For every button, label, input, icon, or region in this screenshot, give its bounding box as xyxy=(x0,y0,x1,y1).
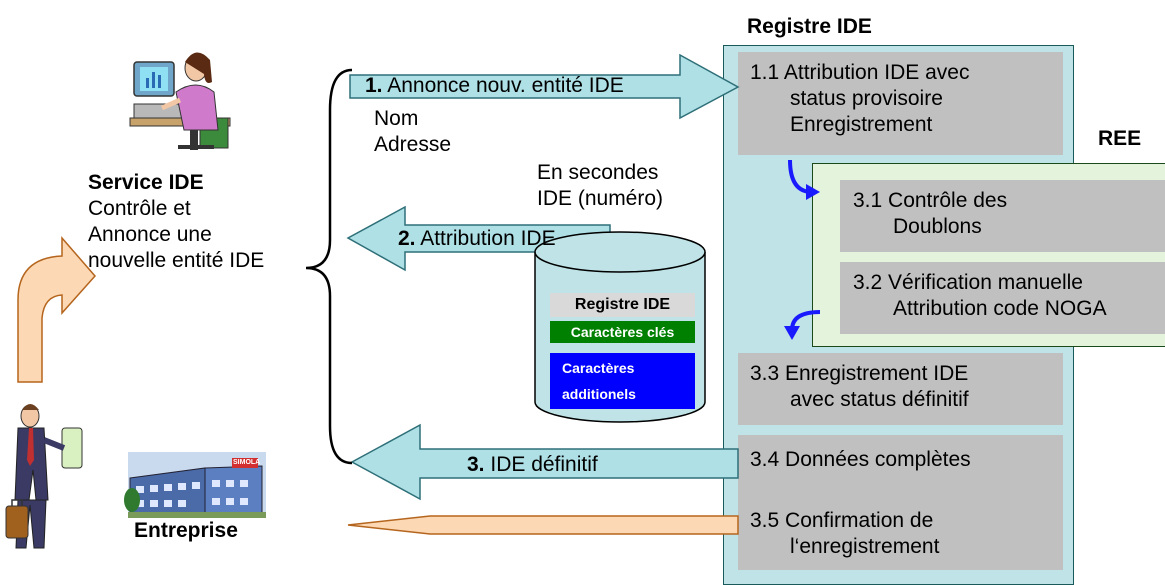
database-additionels-line: Caractères xyxy=(562,360,635,376)
box-3-2-line: Attribution code NOGA xyxy=(893,297,1107,320)
box-3-2: 3.2 Vérification manuelle Attribution co… xyxy=(840,262,1165,334)
database-additionels-line: additionels xyxy=(562,386,636,402)
blue-connector-1-head xyxy=(806,184,820,200)
box-1-1-line: 1.1 Attribution IDE avec xyxy=(750,61,970,84)
curly-brace xyxy=(305,68,353,465)
box-3-3-line: 3.3 Enregistrement IDE xyxy=(750,362,969,385)
arrow-2-text: Attribution IDE xyxy=(420,227,556,250)
entreprise-label: Entreprise xyxy=(134,519,238,542)
box-3-4-3-5: 3.4 Données complètes 3.5 Confirmation d… xyxy=(738,435,1063,570)
building-icon xyxy=(124,452,266,518)
arrow-1-sub-line: Nom xyxy=(374,107,419,130)
arrow-1-shape xyxy=(349,53,740,120)
box-3-3-line: avec status définitif xyxy=(790,388,969,411)
box-3-2-line: 3.2 Vérification manuelle xyxy=(853,271,1083,294)
box-1-1: 1.1 Attribution IDE avec status provisoi… xyxy=(738,52,1063,155)
box-3-1-line: 3.1 Contrôle des xyxy=(853,189,1008,212)
registre-ide-title: Registre IDE xyxy=(747,15,872,38)
database-label-cles: Caractères clés xyxy=(550,321,695,343)
service-ide-block: Service IDE Contrôle et Annonce une nouv… xyxy=(88,170,264,274)
box-3-5-line: l‘enregistrement xyxy=(790,535,940,558)
service-ide-title: Service IDE xyxy=(88,171,204,194)
ree-title: REE xyxy=(1098,127,1142,150)
arrow-1-label: 1. Annonce nouv. entité IDE xyxy=(365,73,624,99)
arrow-1-sublabel: Nom Adresse xyxy=(374,106,451,158)
database-caption-line: IDE (numéro) xyxy=(537,187,664,210)
service-ide-line: nouvelle entité IDE xyxy=(88,249,265,272)
database-caption-line: En secondes xyxy=(537,161,659,184)
building-sign: SIMOLA xyxy=(233,459,261,466)
arrow-1-number: 1. xyxy=(365,74,383,97)
arrow-1-text: Annonce nouv. entité IDE xyxy=(387,74,624,97)
arrow-3-shape xyxy=(350,423,739,501)
curved-up-arrow xyxy=(17,235,96,383)
box-3-1: 3.1 Contrôle des Doublons xyxy=(840,180,1165,252)
person-at-computer-icon xyxy=(129,52,231,150)
blue-connector-2-head xyxy=(784,326,800,340)
arrow-confirmation-shape xyxy=(347,515,739,535)
box-3-3: 3.3 Enregistrement IDE avec status défin… xyxy=(738,353,1063,425)
service-ide-line: Annonce une xyxy=(88,223,212,246)
service-ide-line: Contrôle et xyxy=(88,197,191,220)
database-label-registre: Registre IDE xyxy=(550,293,695,317)
arrow-3-number: 3. xyxy=(467,453,485,476)
box-1-1-line: status provisoire xyxy=(790,87,943,110)
box-3-5-line: 3.5 Confirmation de xyxy=(750,509,934,532)
arrow-2-label: 2. Attribution IDE xyxy=(398,226,556,252)
businessman-icon xyxy=(5,404,83,549)
box-3-1-line: Doublons xyxy=(893,215,982,238)
database-caption: En secondes IDE (numéro) xyxy=(537,160,663,212)
database-label-additionels: Caractères additionels xyxy=(550,353,695,409)
arrow-2-number: 2. xyxy=(398,227,416,250)
box-3-4-line: 3.4 Données complètes xyxy=(750,448,971,471)
box-1-1-line: Enregistrement xyxy=(790,113,933,136)
arrow-1-sub-line: Adresse xyxy=(374,133,452,156)
arrow-3-text: IDE définitif xyxy=(490,453,598,476)
arrow-3-label: 3. IDE définitif xyxy=(467,452,598,478)
